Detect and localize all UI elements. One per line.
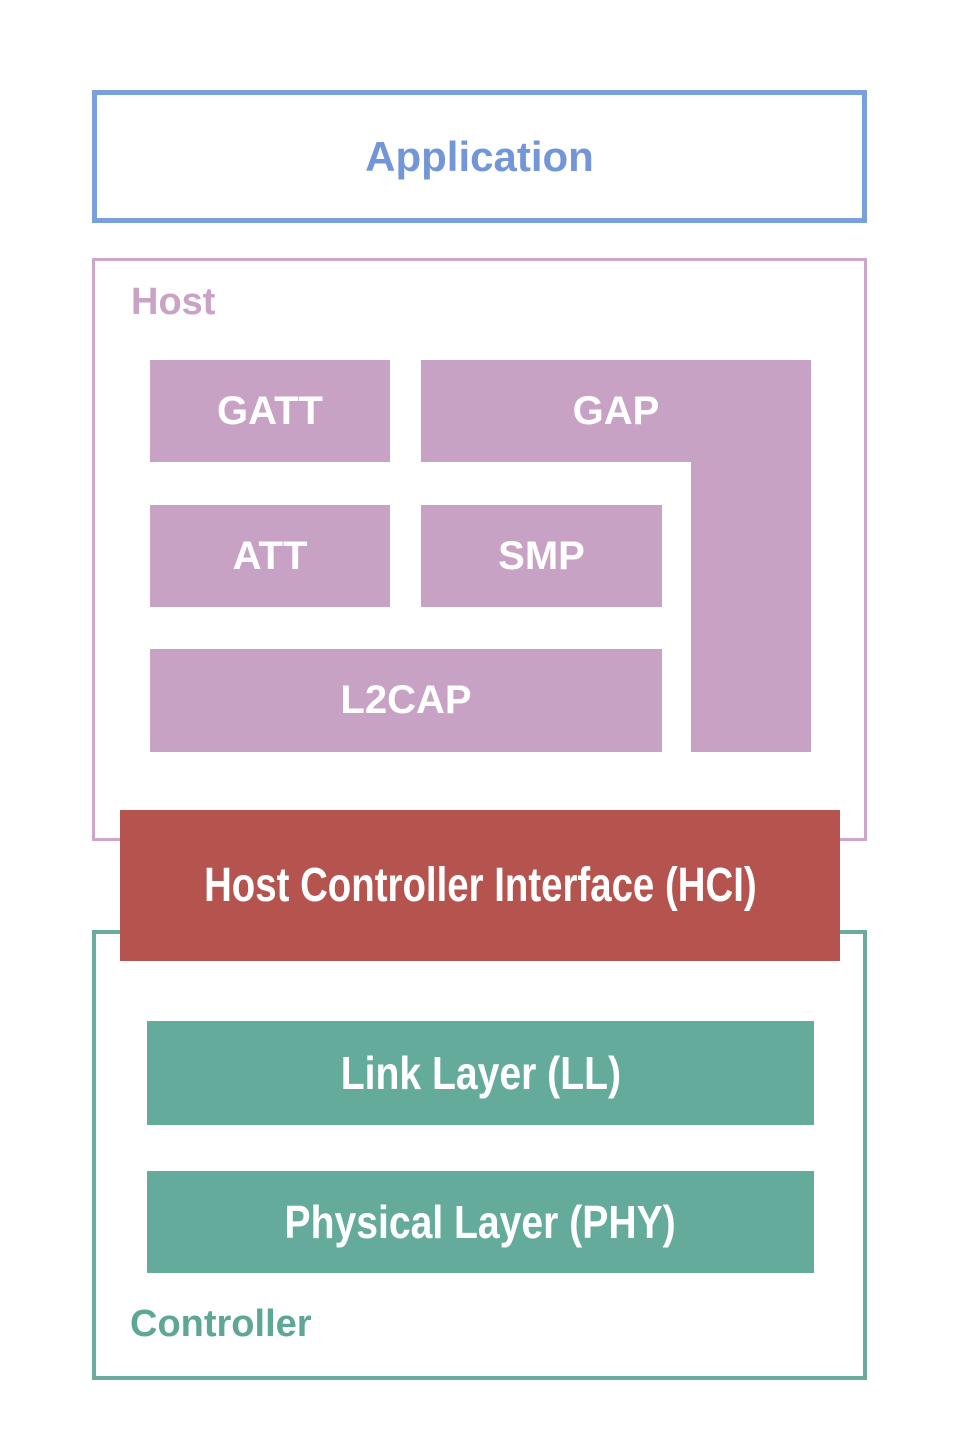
application-label: Application [365, 132, 594, 180]
gap-block-arm [691, 460, 811, 752]
controller-label: Controller [130, 1303, 312, 1345]
gap-label: GAP [572, 388, 660, 433]
smp-block: SMP [421, 505, 662, 607]
smp-label: SMP [498, 533, 585, 578]
application-box: Application [92, 90, 867, 223]
physical-layer-label: Physical Layer (PHY) [284, 1196, 677, 1248]
hci-block: Host Controller Interface (HCI) [120, 810, 840, 961]
att-block: ATT [150, 505, 390, 607]
gatt-block: GATT [150, 360, 390, 462]
link-layer-block: Link Layer (LL) [147, 1021, 814, 1125]
gatt-label: GATT [217, 388, 323, 433]
l2cap-label: L2CAP [340, 678, 472, 722]
link-layer-label: Link Layer (LL) [340, 1047, 621, 1099]
l2cap-block: L2CAP [150, 649, 662, 752]
host-label: Host [131, 281, 216, 323]
gap-block: GAP [421, 360, 811, 462]
physical-layer-block: Physical Layer (PHY) [147, 1171, 814, 1273]
att-label: ATT [232, 533, 308, 578]
hci-label: Host Controller Interface (HCI) [203, 859, 757, 912]
controller-box: Controller [92, 930, 867, 1380]
